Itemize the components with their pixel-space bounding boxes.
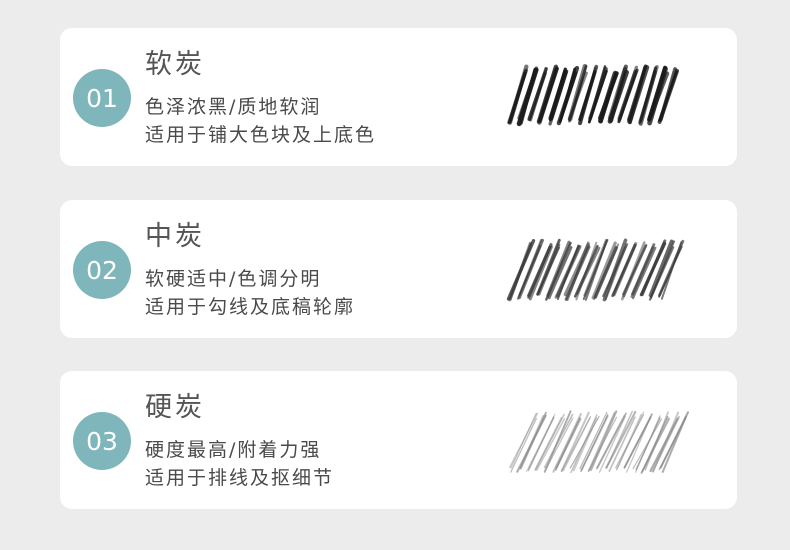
charcoal-hatch-line: [529, 245, 553, 301]
charcoal-hatch-line: [616, 411, 645, 470]
charcoal-hatch-line: [658, 417, 687, 471]
charcoal-hatch-line: [578, 70, 597, 122]
charcoal-hatch-line: [579, 411, 608, 470]
card-description: 色泽浓黑/质地软润 适用于铺大色块及上底色: [145, 93, 376, 149]
charcoal-hatch-line: [537, 67, 559, 125]
charcoal-hatch-line: [615, 413, 643, 471]
charcoal-hatch-line: [627, 64, 648, 122]
charcoal-card-hard: 03 硬炭 硬度最高/附着力强 适用于排线及抠细节: [60, 371, 737, 509]
charcoal-hatch-line: [582, 238, 609, 301]
charcoal-hatch-line: [611, 243, 637, 298]
description-line-2: 适用于铺大色块及上底色: [145, 124, 377, 146]
charcoal-hatch-line: [598, 415, 626, 473]
charcoal-hatch-line: [543, 413, 574, 469]
charcoal-hatch-line: [596, 412, 627, 469]
charcoal-hatch-line: [575, 241, 598, 301]
charcoal-hatch-line: [546, 240, 571, 297]
description-line-2: 适用于勾线及底稿轮廓: [145, 296, 356, 318]
charcoal-hatch-line: [593, 243, 620, 301]
charcoal-hatch-line: [611, 243, 637, 297]
card-description: 软硬适中/色调分明 适用于勾线及底稿轮廓: [145, 265, 355, 321]
charcoal-hatch-line: [626, 416, 652, 473]
charcoal-hatch-line: [639, 66, 658, 123]
charcoal-hatch-line: [510, 417, 537, 473]
charcoal-hatch-line: [623, 413, 653, 469]
charcoal-hatch-line: [517, 66, 539, 120]
number-badge: 01: [73, 69, 131, 127]
charcoal-hatch-line: [527, 245, 552, 299]
charcoal-hatch-line: [587, 411, 616, 472]
number-badge: 02: [73, 241, 131, 299]
charcoal-hatch-line: [649, 417, 679, 472]
charcoal-hatch-line: [632, 246, 657, 300]
charcoal-hatch-line: [527, 416, 555, 472]
charcoal-hatch-line: [580, 415, 609, 472]
number-badge: 03: [73, 412, 131, 470]
soft-charcoal-stroke-sample: [507, 63, 680, 127]
charcoal-hatch-line: [640, 417, 670, 474]
charcoal-hatch-line: [649, 240, 676, 299]
charcoal-hatch-line: [647, 66, 668, 126]
charcoal-hatch-line: [602, 238, 628, 302]
charcoal-hatch-line: [509, 242, 533, 301]
card-title: 硬炭: [145, 392, 205, 423]
charcoal-hatch-line: [507, 64, 529, 125]
charcoal-hatch-line: [658, 239, 685, 297]
charcoal-card-soft: 01 软炭 色泽浓黑/质地软润 适用于铺大色块及上底色: [60, 28, 737, 166]
charcoal-hatch-line: [589, 410, 618, 472]
charcoal-hatch-line: [572, 417, 598, 472]
charcoal-hatch-line: [615, 414, 645, 469]
charcoal-hatch-line: [635, 417, 661, 471]
charcoal-hatch-line: [617, 69, 638, 121]
charcoal-hatch-line: [591, 241, 617, 300]
description-line-2: 适用于排线及抠细节: [145, 467, 335, 489]
charcoal-hatch-line: [631, 243, 656, 296]
charcoal-hatch-line: [560, 415, 592, 472]
charcoal-card-medium: 02 中炭 软硬适中/色调分明 适用于勾线及底稿轮廓: [60, 200, 737, 338]
charcoal-hatch-line: [545, 417, 574, 471]
charcoal-hatch-line: [525, 413, 556, 473]
charcoal-hatch-line: [536, 246, 561, 296]
charcoal-hatch-line: [510, 412, 537, 469]
charcoal-hatch-line: [519, 411, 547, 470]
charcoal-hatch-line: [588, 67, 608, 121]
charcoal-hatch-line: [562, 417, 591, 472]
description-line-1: 色泽浓黑/质地软润: [145, 96, 322, 118]
charcoal-hatch-line: [548, 67, 567, 122]
charcoal-hatch-line: [622, 244, 648, 298]
charcoal-hatch-line: [534, 417, 563, 471]
charcoal-hatch-line: [560, 411, 590, 472]
charcoal-hatch-line: [547, 246, 573, 300]
hard-charcoal-stroke-sample: [509, 410, 690, 474]
charcoal-hatch-line: [555, 244, 582, 298]
charcoal-hatch-line: [536, 417, 566, 471]
description-line-1: 硬度最高/附着力强: [145, 439, 322, 461]
card-title: 中炭: [145, 221, 205, 252]
charcoal-hatch-line: [598, 71, 619, 121]
charcoal-hatch-line: [568, 65, 588, 123]
charcoal-hatch-line: [612, 241, 638, 297]
charcoal-hatch-line: [607, 66, 627, 121]
charcoal-hatch-line: [658, 67, 678, 122]
charcoal-hatch-line: [552, 413, 582, 473]
charcoal-hatch-line: [509, 412, 539, 469]
card-description: 硬度最高/附着力强 适用于排线及抠细节: [145, 436, 334, 492]
charcoal-hatch-line: [563, 243, 590, 297]
charcoal-hatch-line: [573, 245, 599, 298]
charcoal-hatch-line: [570, 414, 598, 474]
charcoal-hatch-line: [605, 410, 637, 469]
charcoal-hatch-line: [534, 413, 565, 470]
medium-charcoal-stroke-sample: [506, 238, 685, 302]
charcoal-hatch-line: [648, 239, 674, 298]
description-line-1: 软硬适中/色调分明: [145, 268, 322, 290]
card-title: 软炭: [145, 49, 205, 80]
charcoal-hatch-line: [640, 239, 667, 297]
charcoal-hatch-line: [556, 65, 580, 126]
charcoal-hatch-line: [608, 416, 636, 472]
charcoal-hatch-line: [518, 244, 542, 296]
charcoal-hatch-line: [529, 67, 548, 122]
